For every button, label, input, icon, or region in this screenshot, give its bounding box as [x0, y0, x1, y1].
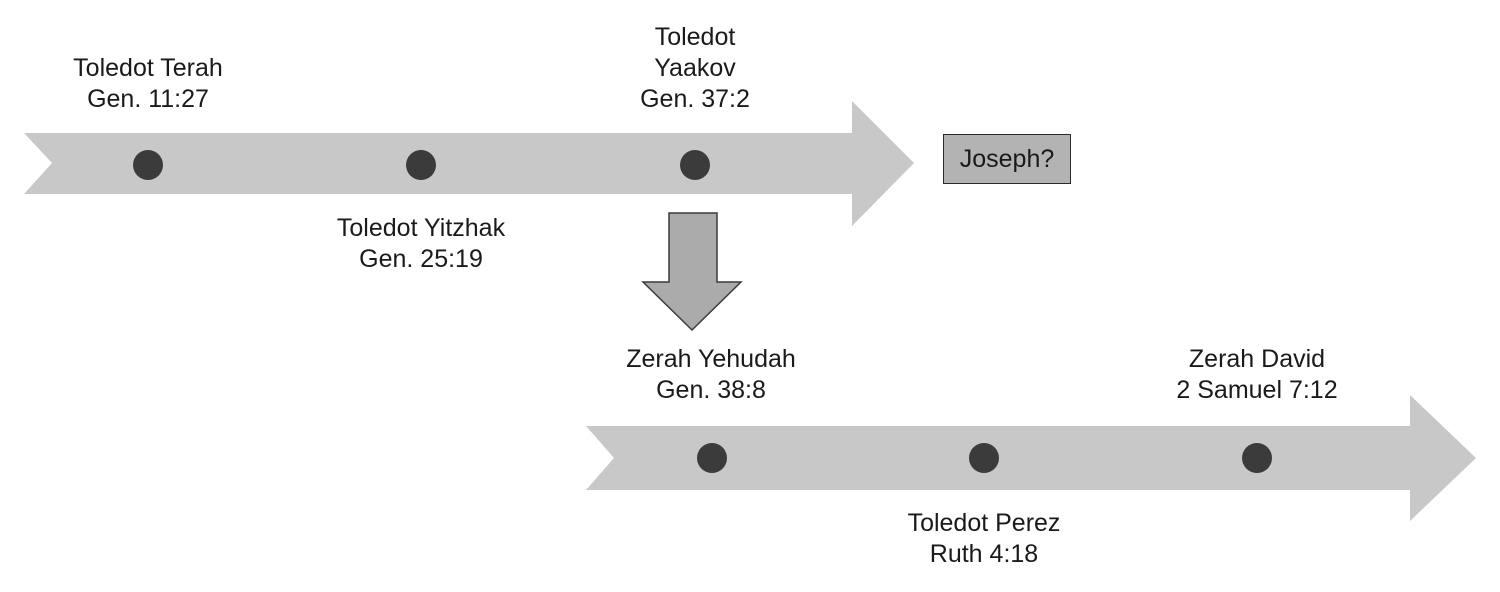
label-title: Toledot Perez: [907, 509, 1061, 537]
label-reference: 2 Samuel 7:12: [1176, 376, 1338, 404]
label-title-line2: Yaakov: [654, 54, 736, 82]
label-reference: Gen. 25:19: [359, 245, 483, 273]
joseph-label: Joseph?: [959, 144, 1055, 173]
node-toledot-yitzhak: [406, 150, 436, 180]
label-reference: Gen. 11:27: [87, 85, 209, 113]
label-toledot-perez: Toledot Perez Ruth 4:18: [884, 508, 1084, 570]
label-toledot-yaakov: Toledot Yaakov Gen. 37:2: [595, 22, 795, 115]
label-zerah-david: Zerah David 2 Samuel 7:12: [1147, 344, 1367, 406]
node-zerah-david: [1242, 443, 1272, 473]
node-zerah-yehudah: [697, 443, 727, 473]
node-toledot-perez: [969, 443, 999, 473]
label-reference: Gen. 38:8: [656, 376, 766, 404]
label-title: Toledot Terah: [73, 54, 223, 82]
label-title: Toledot Yitzhak: [336, 214, 506, 242]
label-title: Zerah David: [1188, 345, 1326, 373]
node-toledot-terah: [133, 150, 163, 180]
label-title: Zerah Yehudah: [626, 345, 796, 373]
timeline-arrow-bottom: [586, 395, 1476, 521]
label-reference: Ruth 4:18: [929, 540, 1039, 568]
branch-down-arrow: [641, 212, 743, 332]
label-zerah-yehudah: Zerah Yehudah Gen. 38:8: [601, 344, 821, 406]
label-toledot-yitzhak: Toledot Yitzhak Gen. 25:19: [311, 213, 531, 275]
label-toledot-terah: Toledot Terah Gen. 11:27: [48, 53, 248, 115]
label-title-line1: Toledot: [654, 23, 736, 51]
timeline-arrow-top: [24, 101, 914, 226]
node-toledot-yaakov: [680, 150, 710, 180]
label-reference: Gen. 37:2: [640, 85, 750, 113]
joseph-box: Joseph?: [943, 134, 1071, 184]
